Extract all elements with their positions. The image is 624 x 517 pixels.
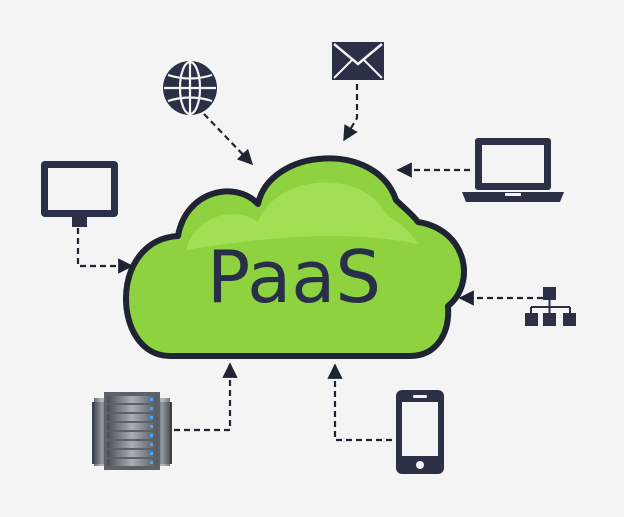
- network-hierarchy-icon: [525, 287, 576, 326]
- connector-server: [174, 362, 238, 432]
- server-lights: [150, 398, 153, 464]
- connector-globe: [203, 113, 254, 166]
- connector-phone: [327, 363, 392, 442]
- globe-icon: [163, 60, 217, 116]
- cloud: PaaS: [123, 155, 467, 359]
- monitor-icon: [41, 161, 118, 227]
- laptop-icon: [462, 138, 564, 202]
- server-rack-icon: [92, 392, 172, 470]
- cloud-highlight: [186, 182, 418, 250]
- cloud-label: PaaS: [207, 235, 381, 319]
- connectors: [76, 84, 543, 442]
- connector-monitor: [76, 228, 134, 274]
- mail-icon: [332, 42, 384, 80]
- smartphone-icon: [396, 390, 444, 474]
- connector-mail: [343, 84, 359, 142]
- server-units: [107, 396, 157, 466]
